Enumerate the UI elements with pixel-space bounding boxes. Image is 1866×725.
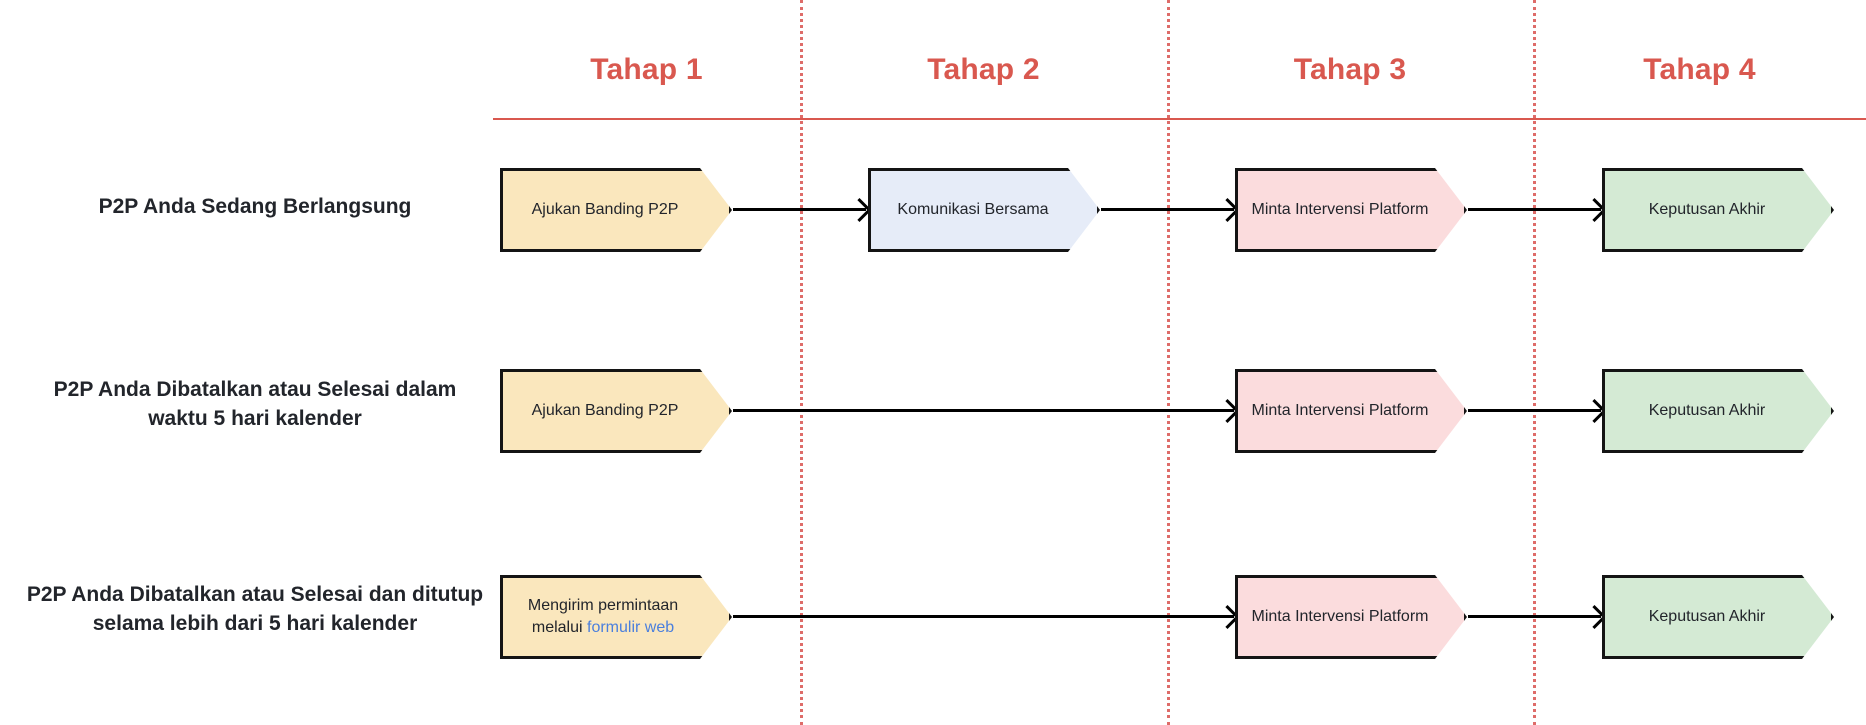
row-label-line-2: waktu 5 hari kalender [148,407,362,430]
row-label-ongoing: P2P Anda Sedang Berlangsung [98,195,412,218]
arrow-row3-2 [1468,615,1601,618]
arrow-row1-3 [1468,208,1601,211]
column-divider-1 [800,0,803,725]
arrow-row2-1 [733,409,1234,412]
step-label: Minta Intervensi Platform [1251,201,1429,218]
step-label: Komunikasi Bersama [897,201,1049,218]
column-header-tahap-4: Tahap 4 [1643,53,1756,86]
step-row3-minta-intervensi[interactable]: Minta Intervensi Platform [1235,575,1467,659]
step-row3-keputusan-akhir[interactable]: Keputusan Akhir [1602,575,1834,659]
row-label-line-2: selama lebih dari 5 hari kalender [92,612,418,635]
step-label: Minta Intervensi Platform [1251,402,1429,419]
arrow-row1-2 [1101,208,1234,211]
header-divider-rule [493,118,1866,120]
step-label: Keputusan Akhir [1648,201,1766,218]
arrow-row3-1 [733,615,1234,618]
step-row2-ajukan-banding[interactable]: Ajukan Banding P2P [500,369,732,453]
column-divider-2 [1167,0,1170,725]
row-label-cancelled-within-5-days: P2P Anda Dibatalkan atau Selesai dalam w… [10,375,500,433]
arrow-row1-1 [733,208,866,211]
step-label: Minta Intervensi Platform [1251,608,1429,625]
step-label: Keputusan Akhir [1648,402,1766,419]
column-header-tahap-3: Tahap 3 [1293,53,1407,86]
arrow-row2-2 [1468,409,1601,412]
step-label-text: Mengirim permintaan melalui [527,597,679,636]
step-label: Mengirim permintaan melalui formulir web [517,595,689,639]
column-divider-3 [1533,0,1536,725]
step-row1-minta-intervensi[interactable]: Minta Intervensi Platform [1235,168,1467,252]
step-label: Keputusan Akhir [1648,608,1766,625]
row-label-line-1: P2P Anda Dibatalkan atau Selesai dan dit… [26,583,484,606]
column-header-tahap-2: Tahap 2 [927,53,1040,86]
step-row2-keputusan-akhir[interactable]: Keputusan Akhir [1602,369,1834,453]
column-header-tahap-1: Tahap 1 [590,53,703,86]
step-row1-ajukan-banding[interactable]: Ajukan Banding P2P [500,168,732,252]
step-row1-keputusan-akhir[interactable]: Keputusan Akhir [1602,168,1834,252]
row-label-cancelled-over-5-days: P2P Anda Dibatalkan atau Selesai dan dit… [10,580,500,638]
step-label: Ajukan Banding P2P [531,201,679,218]
step-label: Ajukan Banding P2P [531,402,679,419]
step-row2-minta-intervensi[interactable]: Minta Intervensi Platform [1235,369,1467,453]
formulir-web-link[interactable]: formulir web [587,619,675,636]
row-label-line-1: P2P Anda Dibatalkan atau Selesai dalam [53,378,457,401]
step-row3-kirim-permintaan-formulir-web[interactable]: Mengirim permintaan melalui formulir web [500,575,732,659]
step-row1-komunikasi-bersama[interactable]: Komunikasi Bersama [868,168,1100,252]
